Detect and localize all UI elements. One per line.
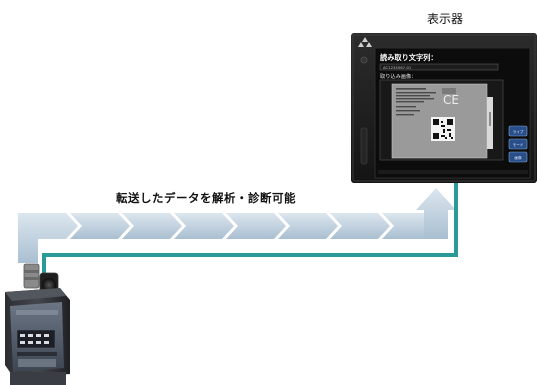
- flow-arrow-segment: [226, 213, 286, 239]
- ce-mark-icon: CE: [443, 93, 459, 107]
- flow-arrow-segment: [122, 213, 182, 239]
- screen-heading: 読み取り文字列：: [380, 53, 438, 62]
- data-flow-arrow: [18, 188, 456, 263]
- flow-caption: 転送したデータを解析・診断可能: [116, 191, 296, 205]
- flow-arrow-head-up: [416, 188, 456, 239]
- display-title: 表示器: [427, 12, 464, 26]
- screen-button-live[interactable]: [508, 125, 528, 137]
- screen-button-live-label: ライブ: [513, 129, 524, 134]
- read-string-field: [379, 63, 499, 71]
- flow-arrow-segment: [382, 213, 424, 239]
- screen-button-image[interactable]: [508, 151, 528, 163]
- side-slot: [360, 127, 368, 165]
- reader-led-display: [16, 329, 56, 349]
- flow-arrow-segment: [70, 213, 130, 239]
- flow-arrow-segment: [278, 213, 338, 239]
- screen-button-mode[interactable]: [508, 138, 528, 150]
- screen-button-image-label: 画像: [514, 155, 522, 160]
- reader-base: [10, 372, 66, 385]
- flow-arrow-segment: [174, 213, 234, 239]
- screen-image-label: 取り込み画像：: [380, 72, 416, 80]
- connector-cable-port: [23, 263, 40, 289]
- screen-button-group: ライブ モード 画像: [508, 125, 528, 163]
- barcode-reader-device: [5, 263, 70, 385]
- qr-code-icon: [431, 117, 455, 141]
- brand-logo-icon: [358, 37, 372, 47]
- power-indicator-icon: [360, 56, 368, 64]
- display-device: CE: [351, 33, 537, 183]
- flow-arrow-segment: [18, 213, 78, 263]
- screen-field-value: AC1234567-01: [383, 65, 412, 70]
- lens-icon: [42, 278, 56, 292]
- data-cable: [42, 178, 458, 290]
- captured-image-panel: CE: [379, 79, 504, 161]
- screen-button-mode-label: モード: [513, 143, 524, 147]
- flow-arrow-segment: [330, 213, 390, 239]
